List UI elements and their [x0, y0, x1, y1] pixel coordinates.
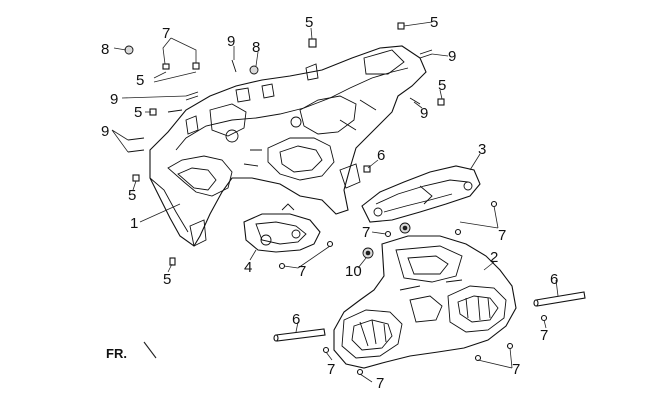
callout-4: 4 — [244, 259, 252, 276]
screw-icon — [490, 200, 498, 208]
callout-5: 5 — [430, 14, 438, 31]
nut-icon — [308, 38, 317, 48]
rod-part-6-left — [273, 328, 326, 342]
screw-icon — [356, 368, 364, 376]
callout-7: 7 — [298, 263, 306, 280]
grommet-part-10 — [362, 222, 411, 259]
callout-9: 9 — [420, 105, 428, 122]
screw-icon — [474, 354, 482, 362]
callout-6: 6 — [292, 311, 300, 328]
bracket-part-4 — [243, 203, 321, 253]
screw-icon — [326, 240, 334, 248]
screw-icon — [167, 109, 183, 113]
callout-8: 8 — [101, 41, 109, 58]
screw-icon — [278, 262, 286, 270]
callout-9: 9 — [448, 48, 456, 65]
nut-icon — [437, 98, 445, 106]
leader-lines — [111, 21, 559, 383]
housing-part-2 — [333, 235, 517, 369]
nut-icon — [397, 22, 405, 30]
front-direction-label: FR. — [106, 346, 127, 361]
callout-7: 7 — [498, 227, 506, 244]
callout-7: 7 — [162, 25, 170, 42]
callout-1: 1 — [130, 215, 138, 232]
main-frame-part-1 — [149, 45, 427, 247]
callout-7: 7 — [327, 361, 335, 378]
callout-6: 6 — [550, 271, 558, 288]
callout-7: 7 — [362, 224, 370, 241]
callout-5: 5 — [305, 14, 313, 31]
callout-5: 5 — [134, 104, 142, 121]
nut-icon — [132, 174, 140, 182]
callout-8: 8 — [252, 39, 260, 56]
callout-10: 10 — [345, 263, 362, 280]
screw-icon — [127, 137, 145, 153]
grommet-icon — [249, 65, 259, 75]
callout-9: 9 — [110, 91, 118, 108]
callout-5: 5 — [136, 72, 144, 89]
callout-5: 5 — [438, 77, 446, 94]
callout-5: 6 — [377, 147, 385, 164]
screw-icon — [231, 59, 237, 73]
callout-3: 3 — [478, 141, 486, 158]
screw-icon — [506, 342, 514, 350]
nut-icon — [162, 63, 170, 70]
callout-7: 7 — [540, 327, 548, 344]
callout-9: 9 — [227, 33, 235, 50]
rod-part-6-right — [533, 291, 586, 307]
grommet-icon — [124, 45, 134, 55]
screw-icon — [419, 49, 433, 59]
callout-2: 2 — [490, 249, 498, 266]
screw-icon — [322, 346, 330, 354]
screw-icon — [540, 314, 548, 322]
callout-5: 5 — [163, 271, 171, 288]
screw-icon — [409, 97, 421, 105]
frame-fasteners — [124, 22, 445, 266]
callout-7: 7 — [376, 375, 384, 392]
nut-icon — [192, 62, 200, 70]
screw-icon — [185, 91, 199, 101]
callout-labels: 7 8 5 9 5 9 5 1 5 9 8 5 5 9 5 9 6 3 7 7 … — [101, 14, 558, 392]
screw-icon — [384, 230, 392, 238]
screw-icon — [454, 228, 462, 236]
bracket-part-3 — [361, 165, 481, 223]
nut-icon — [363, 165, 371, 173]
screws-part-7 — [278, 200, 548, 376]
callout-7: 7 — [512, 361, 520, 378]
callout-9: 9 — [101, 123, 109, 140]
nut-icon — [169, 257, 176, 266]
callout-5: 5 — [128, 187, 136, 204]
